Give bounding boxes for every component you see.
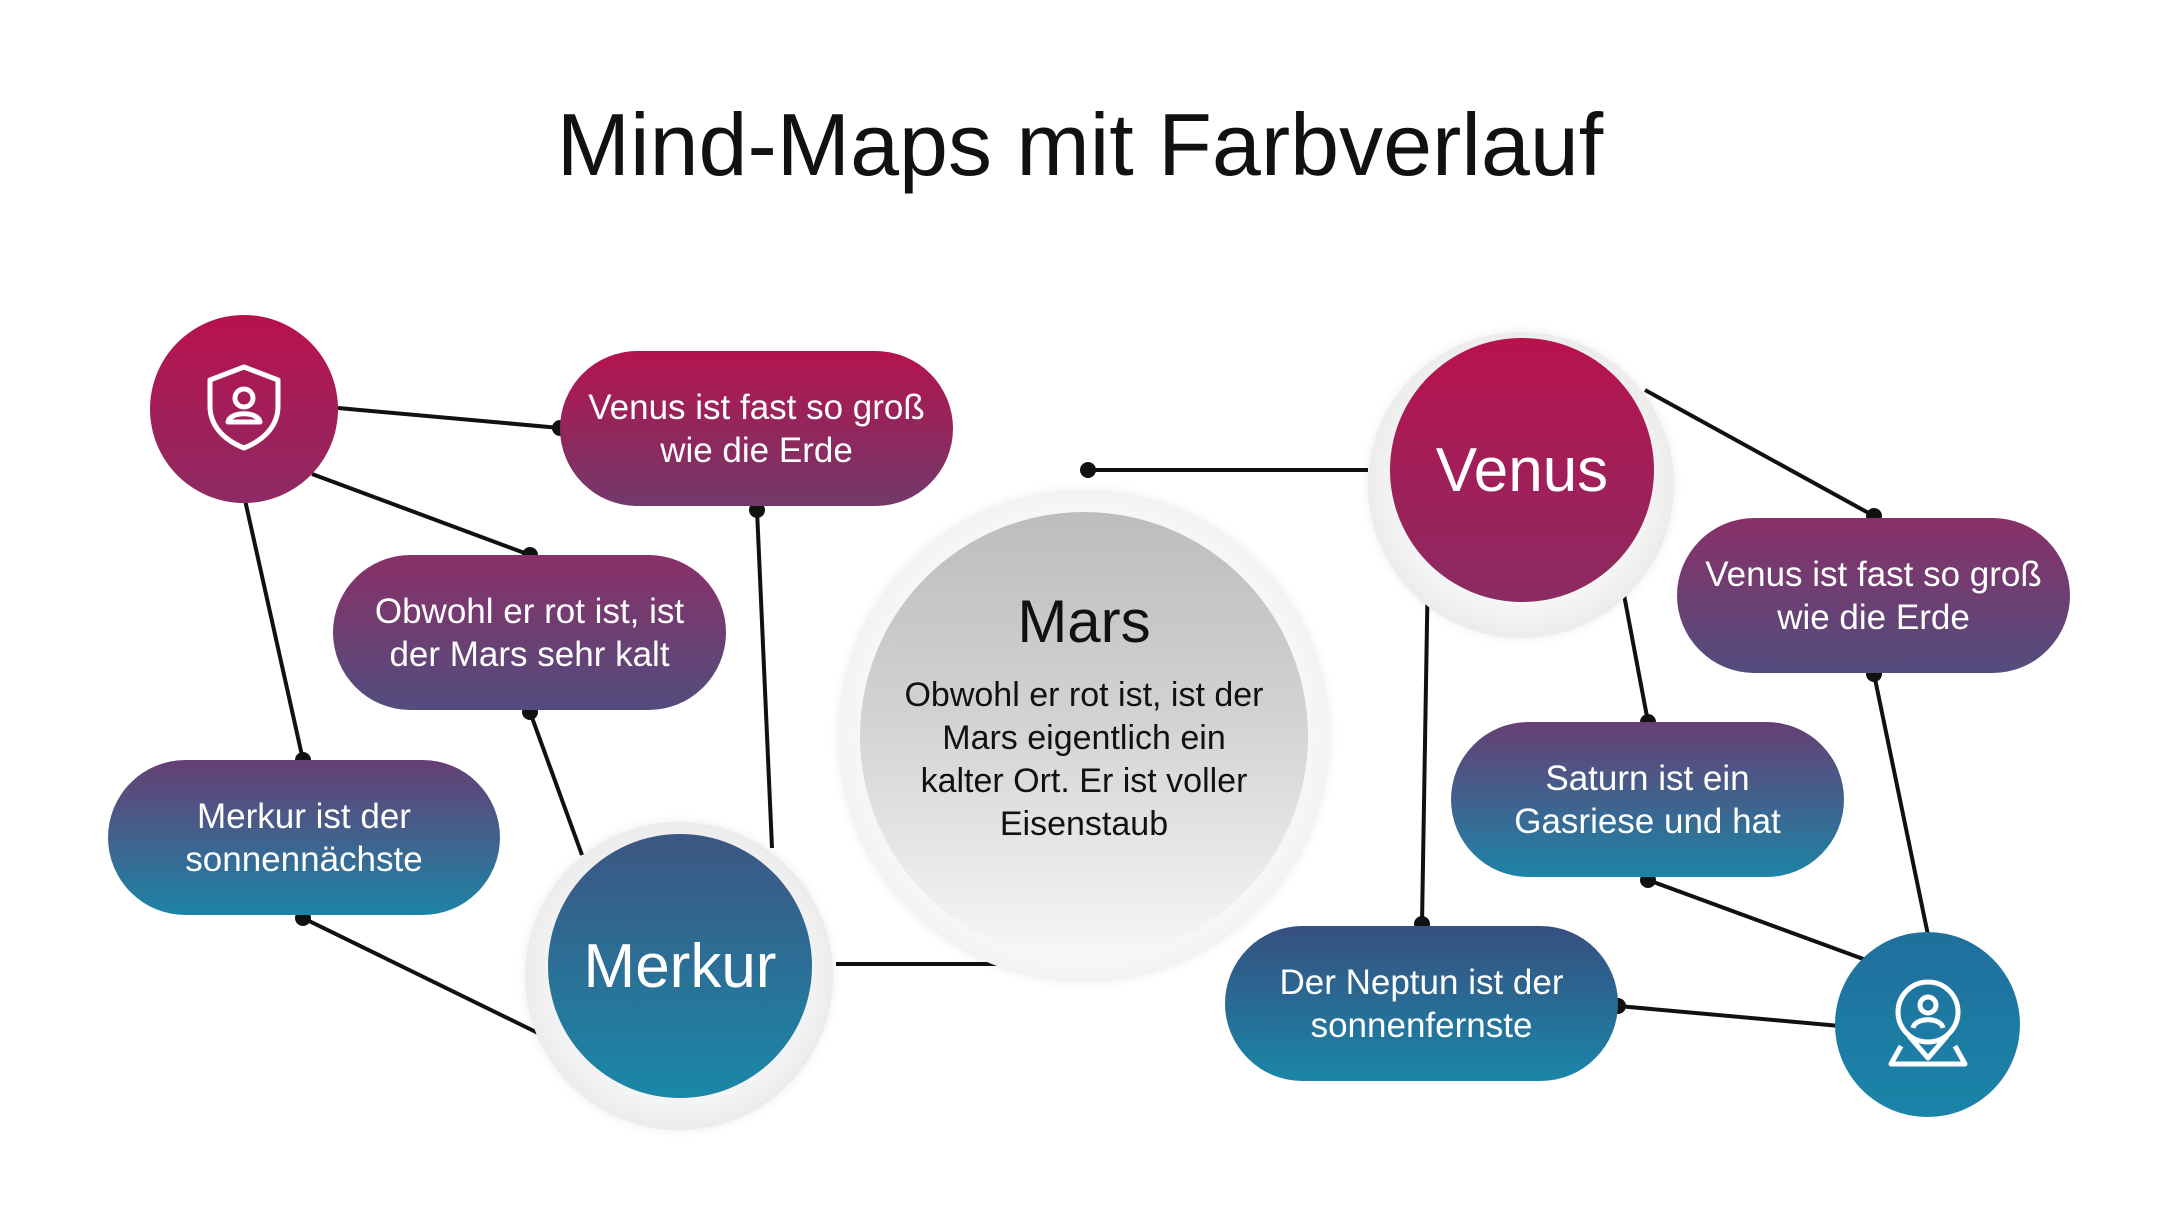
- hub-venus: Venus: [1390, 338, 1654, 602]
- connector-dot: [749, 502, 765, 518]
- node-label: Obwohl er rot ist, ist der Mars sehr kal…: [374, 591, 685, 674]
- node-label: Saturn ist ein Gasriese und hat: [1514, 758, 1781, 841]
- hub-label: Merkur: [583, 931, 777, 1001]
- connector: [1617, 1004, 1841, 1028]
- node-merkur-note: Merkur ist der sonnennächste: [108, 760, 500, 915]
- connector: [1647, 878, 1867, 962]
- node-saturn: Saturn ist ein Gasriese und hat: [1451, 722, 1844, 877]
- connector: [243, 499, 305, 761]
- shield-user-node: [150, 315, 338, 503]
- node-neptun: Der Neptun ist der sonnenfernste: [1225, 926, 1618, 1081]
- node-venus-right: Venus ist fast so groß wie die Erde: [1677, 518, 2070, 673]
- hub-merkur: Merkur: [548, 834, 812, 1098]
- center-text: Obwohl er rot ist, ist der Mars eigentli…: [904, 675, 1264, 843]
- connector: [1644, 388, 1875, 518]
- location-user-icon: [1883, 974, 1973, 1075]
- connector: [528, 711, 584, 856]
- connector: [755, 509, 774, 849]
- location-user-node: [1835, 932, 2020, 1117]
- node-label: Venus ist fast so groß wie die Erde: [1705, 554, 2042, 637]
- center-title: Mars: [1017, 587, 1151, 655]
- node-label: Der Neptun ist der sonnenfernste: [1279, 962, 1564, 1045]
- node-venus-top: Venus ist fast so groß wie die Erde: [560, 351, 953, 506]
- connector: [1420, 562, 1430, 925]
- node-label: Venus ist fast so groß wie die Erde: [588, 387, 925, 470]
- connector: [311, 472, 531, 557]
- center-node-mars: Mars Obwohl er rot ist, ist der Mars eig…: [860, 512, 1308, 960]
- page-title: Mind-Maps mit Farbverlauf: [556, 95, 1604, 194]
- connector: [1872, 673, 1930, 936]
- node-label: Merkur ist der sonnennächste: [185, 796, 423, 879]
- shield-user-icon: [202, 362, 286, 457]
- connector-dot: [1080, 462, 1096, 478]
- connector: [337, 406, 561, 430]
- hub-label: Venus: [1435, 435, 1609, 505]
- node-obwohl: Obwohl er rot ist, ist der Mars sehr kal…: [333, 555, 726, 710]
